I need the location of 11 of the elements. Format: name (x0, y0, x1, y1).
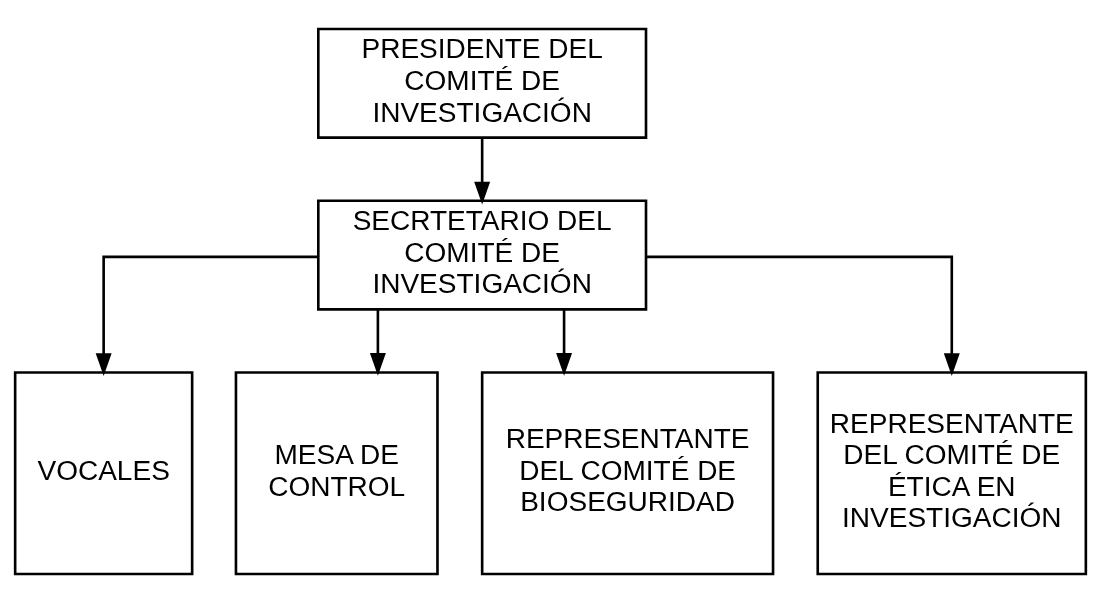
arrow (646, 255, 960, 376)
arrow (474, 137, 491, 204)
node-box: PRESIDENTE DEL COMITÉ DE INVESTIGACIÓN (317, 27, 648, 139)
node-box: VOCALES (13, 370, 194, 575)
arrow (95, 255, 318, 376)
node-box: REPRESENTANTE DEL COMITÉ DE BIOSEGURIDAD (480, 370, 775, 575)
node-box: REPRESENTANTE DEL COMITÉ DE ÉTICA EN INVESTIGACIÓN (816, 370, 1088, 575)
arrow (369, 309, 386, 376)
node-box: SECRTETARIO DEL COMITÉ DE INVESTIGACIÓN (317, 198, 648, 311)
node-box: MESA DE CONTROL (234, 370, 439, 575)
arrow (556, 309, 573, 376)
